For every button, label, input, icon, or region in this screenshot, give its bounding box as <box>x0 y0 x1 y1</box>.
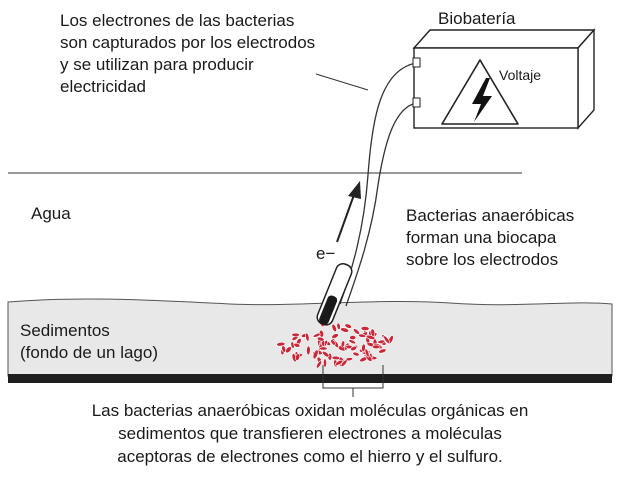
bacteria-cluster <box>276 319 394 369</box>
bacterium <box>352 351 360 357</box>
water-label: Agua <box>31 204 71 223</box>
bacterium <box>358 333 366 338</box>
caption: Las bacterias anaeróbicas oxidan molécul… <box>91 401 529 466</box>
bacterium <box>372 344 381 350</box>
bacterium <box>305 332 310 342</box>
terminal-bottom <box>412 97 421 108</box>
electrode-probe <box>316 262 353 326</box>
bacterium <box>344 323 352 329</box>
bacterium <box>348 339 357 345</box>
lake-floor <box>8 374 612 383</box>
terminal-top <box>412 57 421 68</box>
bacterium <box>340 340 345 348</box>
bacterium <box>336 322 341 330</box>
voltage-label: Voltaje <box>499 67 541 83</box>
bacterium <box>377 339 386 344</box>
bacterium <box>383 335 391 345</box>
bacterium <box>331 333 339 339</box>
bacterium <box>281 345 287 353</box>
bacterium <box>291 332 300 337</box>
bacterium <box>276 341 286 347</box>
bacterium <box>322 350 330 358</box>
bacterium <box>340 327 350 333</box>
electron-flow-arrowhead <box>348 181 361 199</box>
bacterium <box>295 353 301 361</box>
bacterium <box>312 332 321 338</box>
bacterium <box>316 360 322 369</box>
sediment-label: Sedimentos (fondo de un lago) <box>20 321 158 362</box>
electron-capture-label: Los electrones de las bacterias son capt… <box>60 11 316 96</box>
bacterium <box>360 326 370 331</box>
high-voltage-warning-icon <box>441 59 519 125</box>
bacterium <box>318 346 328 351</box>
bacterium <box>312 349 319 360</box>
bacterium <box>364 348 370 358</box>
bacterium <box>306 345 311 356</box>
bacterium <box>349 335 357 341</box>
bacterium <box>370 328 376 337</box>
bacterium <box>361 343 366 353</box>
electron-flow-arrow <box>336 191 356 243</box>
bacterium <box>293 342 301 348</box>
electrode-wire-inner <box>345 102 417 307</box>
biofilm-label: Bacterias anaeróbicas forman una biocapa… <box>406 206 575 269</box>
bacterium <box>330 339 336 346</box>
bacterium <box>378 348 387 354</box>
bacterium <box>331 323 337 333</box>
bacterium <box>285 346 292 354</box>
bacterium <box>350 345 357 352</box>
electron-label: e− <box>316 244 336 263</box>
bacterium <box>335 359 344 366</box>
label-leader-line <box>315 73 369 91</box>
bacterium <box>323 358 327 368</box>
bacterium <box>316 336 325 342</box>
biobattery-title: Biobatería <box>438 9 516 28</box>
